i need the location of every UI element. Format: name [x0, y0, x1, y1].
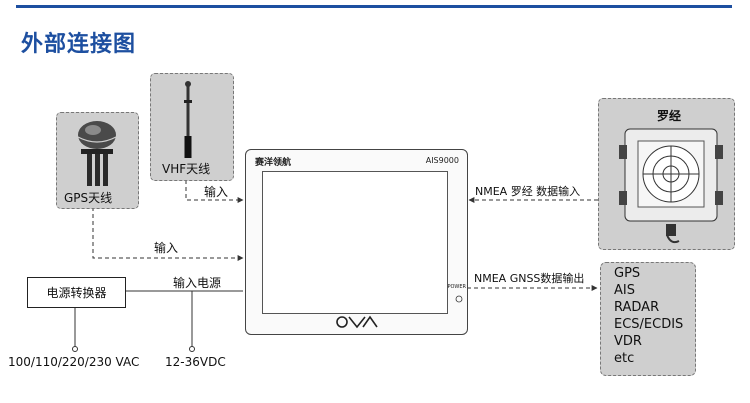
output-device: RADAR — [614, 300, 660, 315]
dc-voltage-label: 12-36VDC — [165, 355, 226, 369]
dc-terminal — [189, 346, 195, 352]
vhf-antenna-label: VHF天线 — [162, 162, 211, 176]
output-device: AIS — [614, 283, 635, 298]
gps-antenna-panel: GPS天线 — [56, 112, 139, 209]
header-rule — [16, 5, 732, 8]
gps-antenna-icon — [77, 121, 117, 186]
vhf-input-label: 输入 — [204, 185, 229, 199]
ais-model: AIS9000 — [425, 156, 459, 165]
ais-brand: 赛洋领航 — [255, 158, 292, 168]
power-input-label: 输入电源 — [173, 276, 222, 290]
ac-voltage-label: 100/110/220/230 VAC — [8, 355, 140, 369]
gnss-output-label: NMEA GNSS数据输出 — [474, 272, 585, 285]
gps-input-label: 输入 — [154, 241, 179, 255]
output-device: etc — [614, 351, 635, 366]
ova-logo — [336, 315, 378, 329]
gps-input-line — [92, 207, 244, 261]
compass-icon — [619, 128, 723, 244]
compass-panel: 罗经 — [598, 98, 735, 250]
ais-unit: 赛洋领航 AIS9000 POWER — [245, 149, 468, 335]
power-converter-label: 电源转换器 — [46, 286, 107, 300]
ais-screen — [262, 171, 448, 314]
output-device: ECS/ECDIS — [614, 317, 684, 332]
compass-label: 罗经 — [657, 109, 682, 123]
vhf-antenna-icon — [184, 81, 192, 158]
page-title: 外部连接图 — [21, 32, 137, 57]
output-device: VDR — [614, 334, 642, 349]
output-device-list: GPS AIS RADAR ECS/ECDIS VDR etc — [600, 262, 696, 376]
vhf-antenna-panel: VHF天线 — [150, 73, 234, 181]
power-button-icon — [455, 295, 463, 303]
power-label: POWER — [447, 284, 466, 290]
ac-terminal — [72, 346, 78, 352]
gps-antenna-label: GPS天线 — [64, 191, 113, 205]
power-converter-box: 电源转换器 — [27, 277, 126, 308]
output-device: GPS — [614, 266, 641, 281]
vhf-input-line — [185, 180, 244, 203]
compass-input-label: NMEA 罗经 数据输入 — [475, 185, 581, 198]
